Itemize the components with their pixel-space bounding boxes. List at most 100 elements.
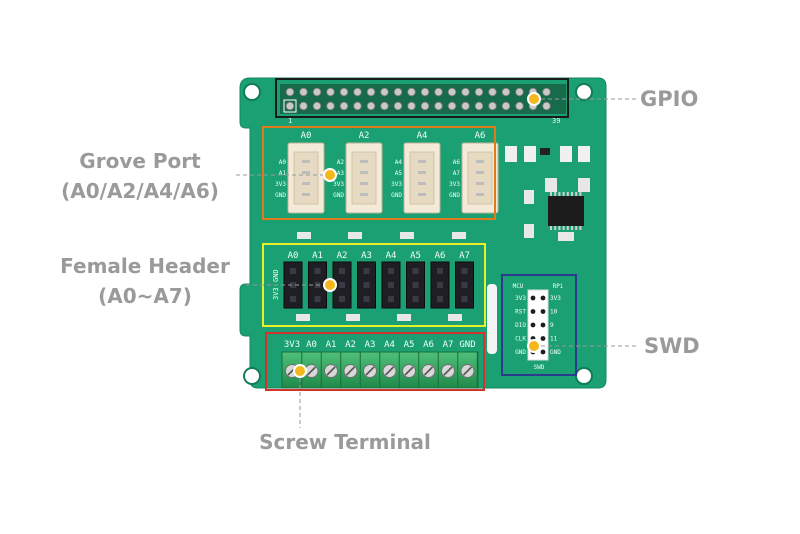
- gpio-pin: [474, 87, 484, 97]
- female-header-hole: [339, 282, 345, 288]
- female-header-hole: [339, 268, 345, 274]
- grove-pin-label: A5: [395, 170, 403, 177]
- terminal-screw-slot: [462, 366, 473, 376]
- terminal-label: A7: [443, 340, 454, 350]
- grove-pin-label: A0: [279, 159, 287, 166]
- female-header-hole: [412, 282, 419, 288]
- chip-leg: [562, 192, 565, 196]
- gpio-pin: [299, 101, 308, 111]
- screw-highlight-box: [265, 332, 485, 391]
- grove-pin-label: A7: [453, 170, 461, 177]
- gpio-pin: [393, 101, 403, 111]
- female-header-label: A0: [288, 251, 299, 261]
- grove-connector-pin: [418, 182, 426, 185]
- terminal-label: A4: [384, 340, 395, 350]
- female-header-hole: [314, 296, 321, 302]
- terminal-screw-slot: [365, 366, 375, 376]
- grove-pin-label: 3V3: [275, 181, 286, 188]
- swd-left-pin-label: GND: [515, 349, 526, 356]
- grove-pin-label: GND: [275, 192, 286, 199]
- grove-pin-label: GND: [333, 192, 344, 199]
- smd-component: [558, 232, 574, 241]
- swd-pin: [540, 349, 546, 355]
- smd-component: [545, 178, 557, 192]
- grove-connector-pin: [476, 171, 484, 174]
- smd-component: [524, 224, 534, 238]
- smd-component: [578, 178, 590, 192]
- header-marker-dot: [323, 278, 337, 292]
- gpio-pin: [326, 101, 335, 111]
- grove-connector-pin: [360, 171, 368, 174]
- swd-pin: [530, 309, 536, 314]
- female-header-hole: [461, 268, 468, 274]
- grove-pin-label: A6: [453, 159, 461, 166]
- chip-leg: [566, 226, 569, 230]
- smd-component: [448, 314, 462, 321]
- swd-right-pin-label: 11: [550, 336, 558, 343]
- chip-leg: [550, 192, 552, 196]
- screw-terminal-callout: Screw Terminal: [230, 427, 460, 457]
- chip-leg: [579, 226, 582, 230]
- chip-leg: [562, 226, 565, 230]
- swd-pin: [530, 322, 536, 328]
- gpio-pin: [461, 101, 470, 111]
- female-header-callout-line2: (A0~A7): [98, 284, 192, 308]
- female-header-hole: [314, 268, 321, 274]
- grove-highlight-box: [262, 126, 496, 220]
- terminal-screw-slot: [306, 366, 317, 376]
- grove-connector-pin: [302, 160, 310, 163]
- grove-port-label: A4: [417, 131, 428, 141]
- grove-connector-pin: [302, 193, 310, 196]
- chip-leg: [566, 192, 569, 196]
- adc-chip-legs: [550, 192, 582, 230]
- swd-left-pin-label: DIO: [515, 322, 526, 329]
- grove-port-label: A6: [475, 131, 486, 141]
- smd-component: [560, 146, 572, 162]
- gpio-pin: [393, 87, 403, 97]
- mounting-hole: [575, 367, 593, 385]
- terminal-label: A5: [404, 340, 415, 350]
- grove-pin-label: 3V3: [333, 181, 344, 188]
- grove-connector-slot: [409, 151, 435, 205]
- gpio-pin: [488, 87, 497, 97]
- gpio-pin: [420, 101, 430, 111]
- female-header-callout-line1: Female Header: [60, 254, 230, 278]
- smd-component: [297, 232, 311, 239]
- swd-callout: SWD: [644, 331, 734, 361]
- gpio-pin: [353, 87, 362, 97]
- gpio-marker-dot: [527, 92, 541, 106]
- grove-pin-label: GND: [391, 192, 402, 199]
- female-header-hole: [412, 296, 419, 302]
- terminal-screw-slot: [326, 366, 336, 376]
- grove-pin-label: A4: [395, 159, 403, 166]
- female-header-callout: Female Header (A0~A7): [40, 251, 250, 311]
- grove-port-label: A2: [359, 131, 370, 141]
- gpio-pin: [461, 87, 470, 97]
- terminal-screw-slot: [404, 366, 414, 376]
- grove-connector-pin: [418, 171, 426, 174]
- gpio-pin: [339, 87, 349, 97]
- gpio-pin-1-label: 1: [288, 117, 292, 125]
- smd-component: [452, 232, 466, 239]
- grove-connector-slot: [351, 151, 377, 205]
- grove-connector-pin: [476, 193, 484, 196]
- female-header-hole: [290, 268, 296, 274]
- gpio-pin: [407, 87, 416, 97]
- terminal-screw-slot: [443, 366, 453, 376]
- gpio-pin: [366, 101, 376, 111]
- grove-pin-label: A3: [337, 170, 345, 177]
- terminal-screw-slot: [384, 366, 395, 376]
- swd-pin: [540, 336, 546, 341]
- grove-port-label: A0: [301, 131, 312, 141]
- chip-leg: [571, 192, 573, 196]
- grove-connector-pin: [302, 171, 310, 174]
- grove-connector-pin: [302, 182, 310, 185]
- female-header-label: A7: [459, 251, 470, 261]
- gpio-pin: [434, 87, 443, 97]
- gpio-pin: [474, 101, 484, 111]
- chip-leg: [558, 226, 561, 230]
- pcb-slot: [487, 284, 497, 354]
- swd-left-pin-label: 3V3: [515, 295, 526, 302]
- female-header-hole: [339, 296, 345, 302]
- smd-component: [400, 232, 414, 239]
